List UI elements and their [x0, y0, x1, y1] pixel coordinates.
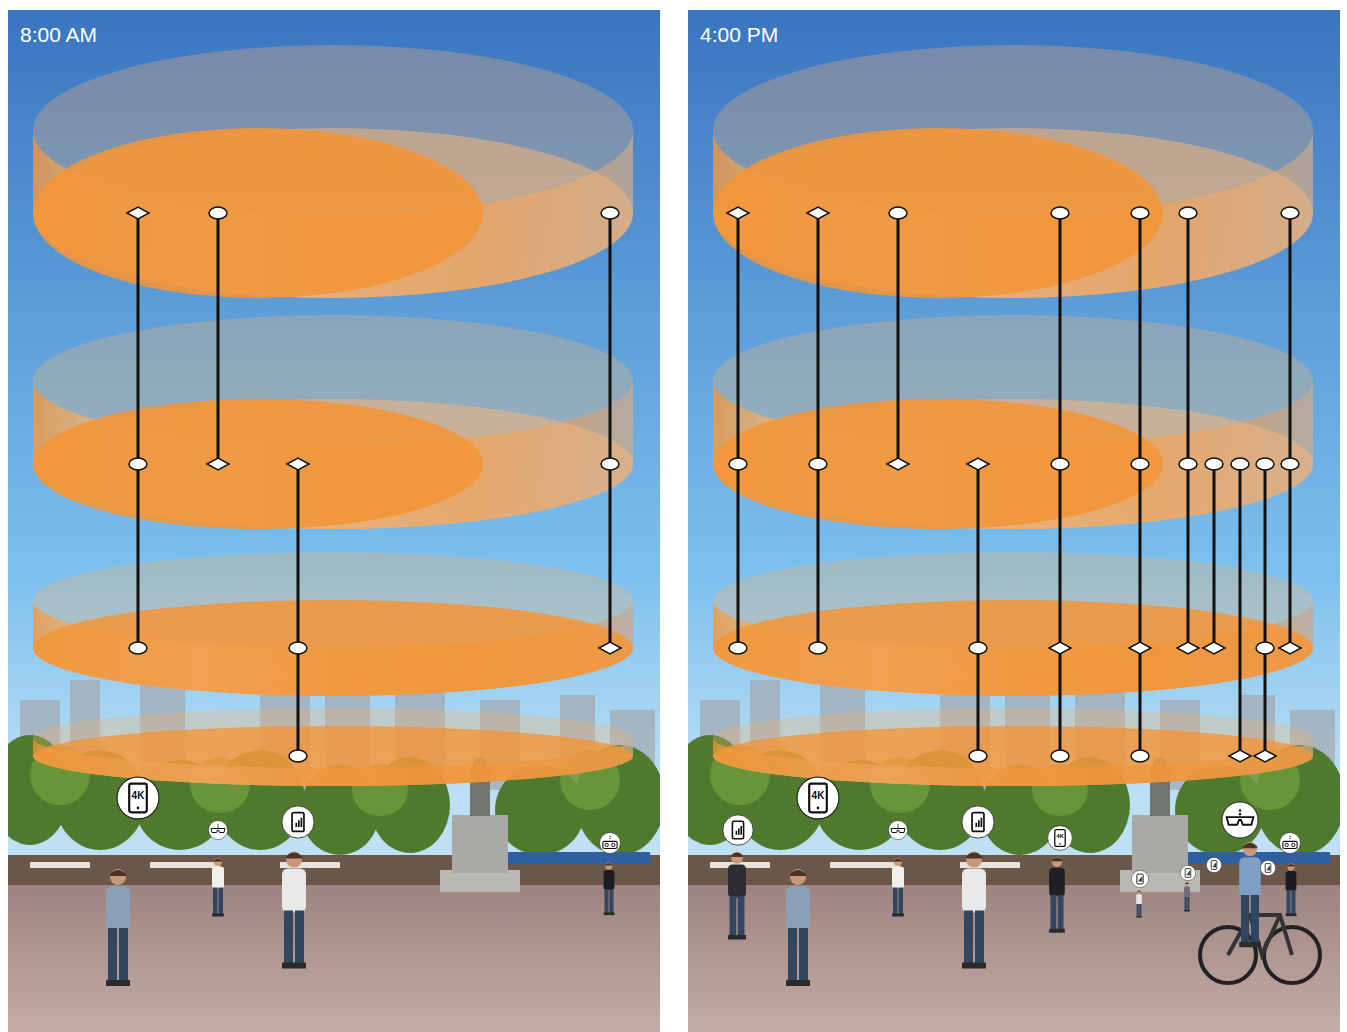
resolution-badge: 4K	[812, 791, 825, 801]
people-8am	[106, 852, 614, 987]
device-icons-8am	[117, 777, 620, 853]
time-label: 8:00 AM	[20, 24, 97, 45]
markers-8am	[127, 207, 621, 762]
panel-4pm	[670, 10, 1345, 1032]
links-4pm	[738, 213, 1290, 756]
people-4pm	[728, 842, 1320, 986]
links-8am	[138, 213, 610, 756]
panel-8am	[0, 10, 665, 1032]
resolution-badge: 4K	[132, 791, 145, 801]
device-icons-4pm	[723, 777, 1301, 887]
time-label: 4:00 PM	[700, 24, 778, 45]
resolution-badge: 4K	[1056, 833, 1064, 839]
markers-4pm	[727, 207, 1301, 762]
